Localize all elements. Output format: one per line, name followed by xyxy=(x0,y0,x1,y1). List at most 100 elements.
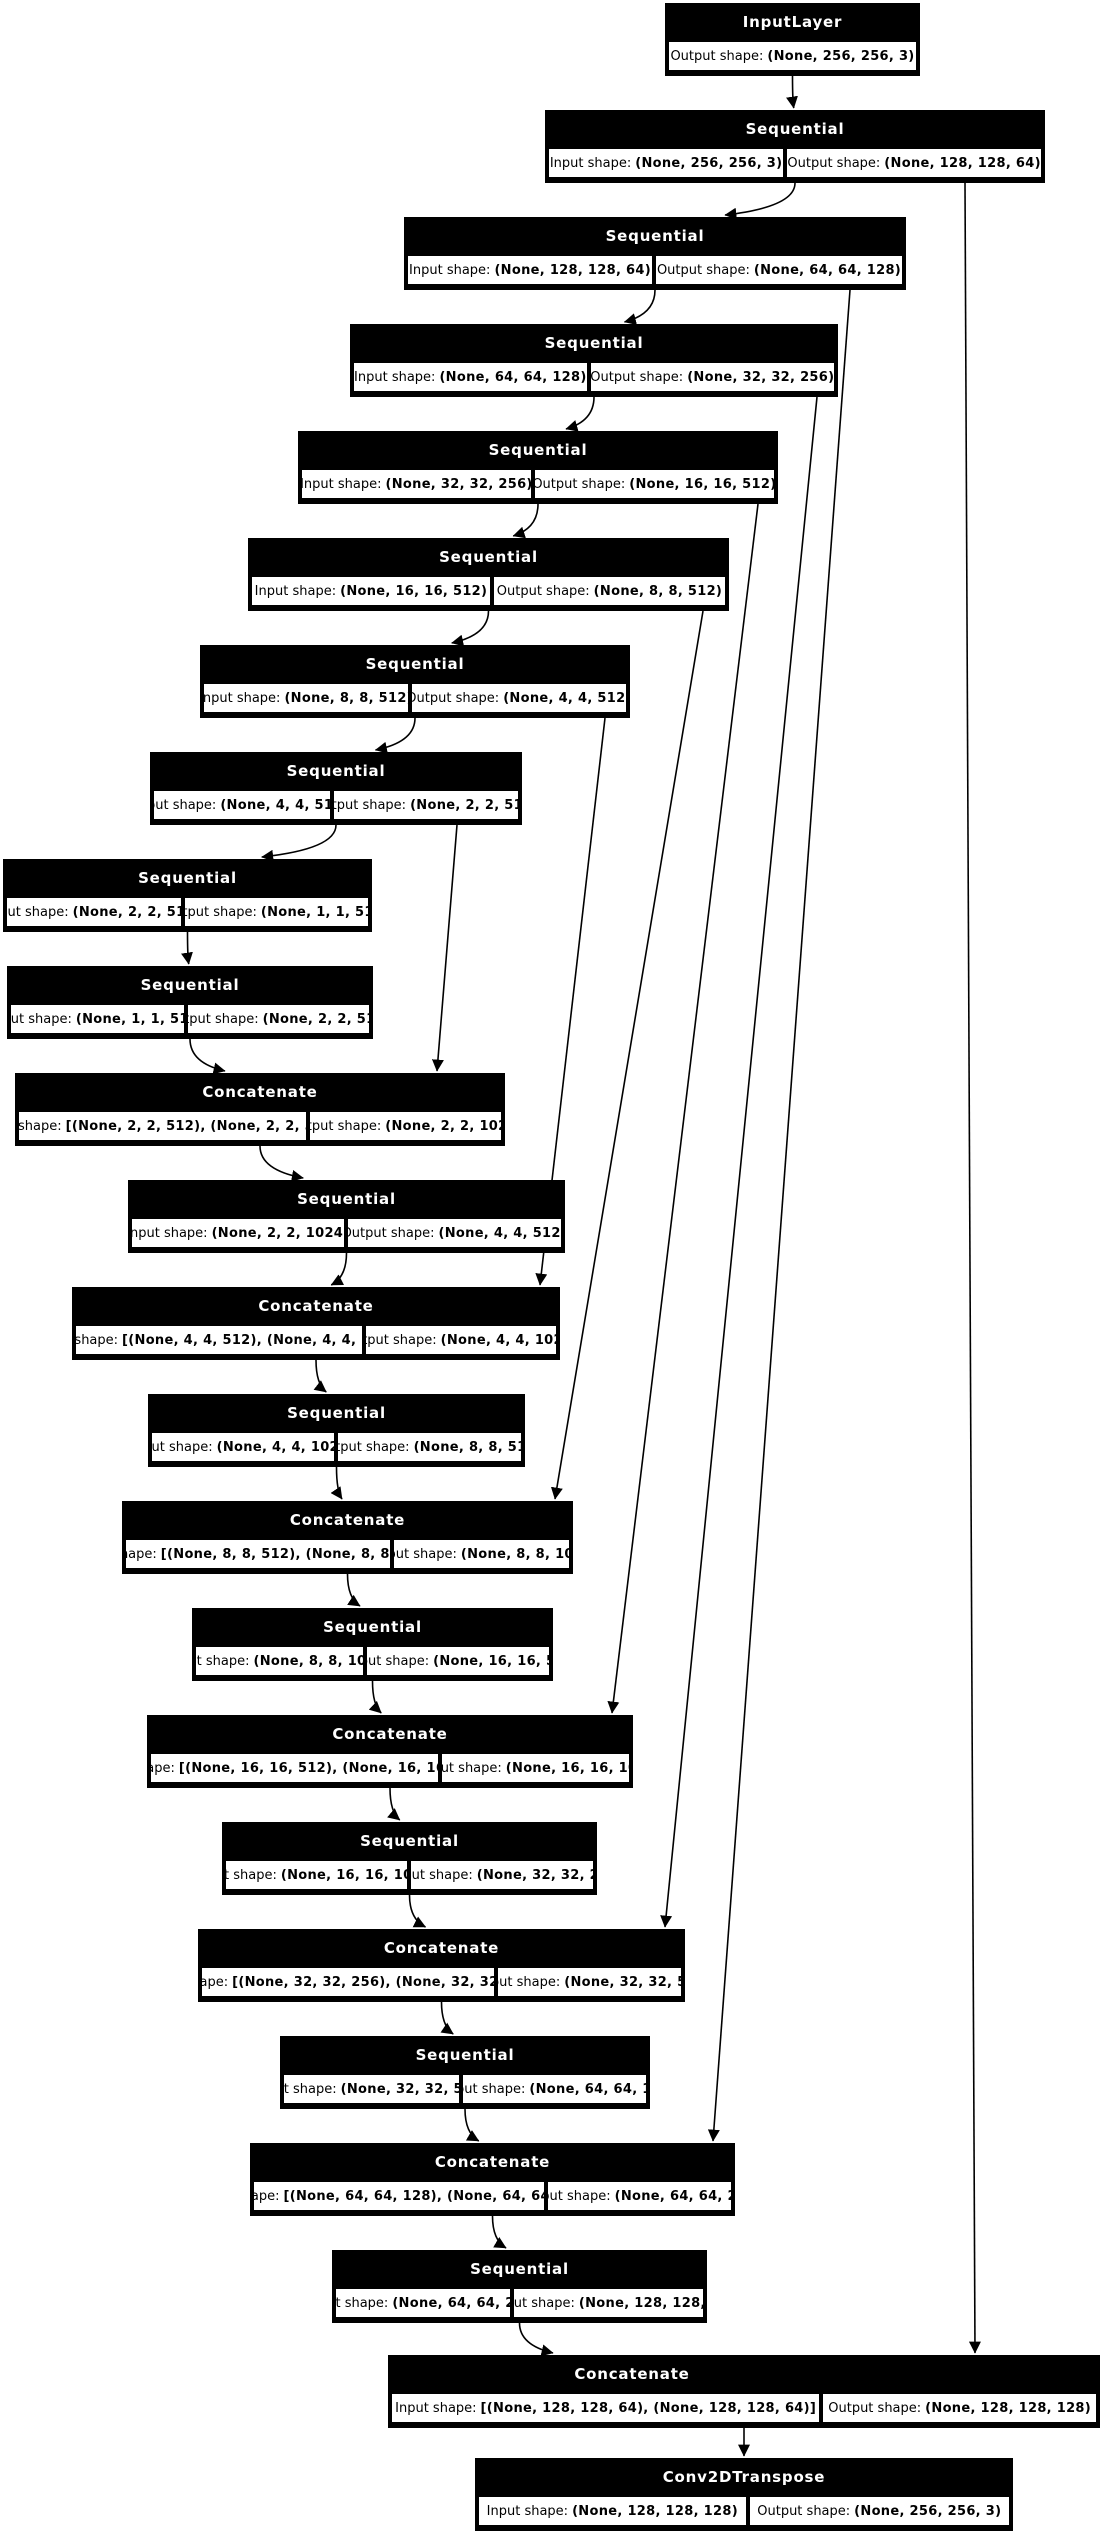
input-shape-value: [(None, 128, 128, 64), (None, 128, 128, … xyxy=(480,2400,817,2416)
layer-type-label: Sequential xyxy=(297,1190,396,1208)
output-shape-value: (None, 32, 32, 256) xyxy=(476,1867,593,1883)
input-shape-cell: Input shape:(None, 128, 128, 128) xyxy=(478,2496,747,2526)
shape-cells-row: Input shape:(None, 2, 2, 512)Output shap… xyxy=(4,897,371,929)
input-shape-value: [(None, 4, 4, 512), (None, 4, 4, 512)] xyxy=(122,1332,362,1348)
input-shape-value: (None, 64, 64, 128) xyxy=(439,369,587,385)
layer-type-label: Sequential xyxy=(605,227,705,245)
output-shape-cell: Output shape:(None, 64, 64, 256) xyxy=(547,2181,732,2211)
input-shape-prefix: Input shape: xyxy=(126,1546,157,1562)
layer-type-label: Conv2DTranspose xyxy=(662,2468,826,2486)
input-shape-cell: Input shape:(None, 256, 256, 3) xyxy=(548,148,785,178)
flow-edge-arrow xyxy=(512,503,539,539)
skip-connection-arrow xyxy=(431,824,458,1072)
layer-type-label: Concatenate xyxy=(289,1511,406,1529)
shape-cells-row: Input shape:(None, 4, 4, 1024)Output sha… xyxy=(149,1432,524,1464)
input-shape-prefix: Input shape: xyxy=(226,1867,277,1883)
input-shape-prefix: Input shape: xyxy=(395,2400,477,2416)
flow-edge-arrow xyxy=(464,2108,480,2142)
output-shape-prefix: Output shape: xyxy=(757,2503,851,2519)
input-shape-value: (None, 8, 8, 512) xyxy=(284,690,409,706)
output-shape-prefix: Output shape: xyxy=(411,1867,473,1883)
output-shape-value: (None, 4, 4, 512) xyxy=(503,690,627,706)
output-shape-cell: Output shape:(None, 128, 128, 128) xyxy=(822,2393,1097,2423)
shape-cells-row: Input shape:(None, 8, 8, 1024)Output sha… xyxy=(193,1646,552,1678)
output-shape-value: (None, 64, 64, 128) xyxy=(529,2081,646,2097)
shape-cells-row: Input shape:(None, 256, 256, 3)Output sh… xyxy=(546,148,1044,180)
input-shape-cell: Input shape:(None, 4, 4, 1024) xyxy=(151,1432,335,1462)
input-shape-cell: Input shape:[(None, 32, 32, 256), (None,… xyxy=(201,1967,495,1997)
output-shape-value: (None, 16, 16, 512) xyxy=(629,476,775,492)
flow-edge-arrow xyxy=(491,2215,507,2249)
output-shape-value: (None, 8, 8, 1024) xyxy=(460,1546,569,1562)
output-shape-cell: Output shape:(None, 64, 64, 128) xyxy=(654,255,903,285)
input-shape-prefix: Input shape: xyxy=(202,1974,229,1990)
output-shape-prefix: Output shape: xyxy=(394,1546,457,1562)
shape-cells-row: Output shape:(None, 256, 256, 3) xyxy=(666,41,919,73)
input-shape-value: (None, 64, 64, 256) xyxy=(392,2295,510,2311)
input-shape-prefix: Input shape: xyxy=(283,2081,337,2097)
output-shape-prefix: Output shape: xyxy=(670,48,764,64)
flow-edge-arrow xyxy=(330,1466,343,1500)
layer-type-label: Sequential xyxy=(544,334,644,352)
output-shape-prefix: Output shape: xyxy=(366,1332,437,1348)
flow-edge-arrow xyxy=(518,2322,554,2357)
output-shape-prefix: Output shape: xyxy=(410,690,500,706)
input-shape-value: [(None, 32, 32, 256), (None, 32, 32, 256… xyxy=(232,1974,494,1990)
shape-cells-row: Input shape:(None, 16, 16, 512)Output sh… xyxy=(249,576,728,608)
input-shape-value: (None, 2, 2, 512) xyxy=(72,904,182,920)
output-shape-cell: Output shape:(None, 32, 32, 256) xyxy=(409,1860,594,1890)
output-shape-prefix: Output shape: xyxy=(828,2400,922,2416)
output-shape-value: (None, 128, 128, 64) xyxy=(884,155,1041,171)
output-shape-prefix: Output shape: xyxy=(367,1653,430,1669)
input-shape-prefix: Input shape: xyxy=(301,476,382,492)
layer-type-label: Sequential xyxy=(287,1404,386,1422)
output-shape-cell: Output shape:(None, 256, 256, 3) xyxy=(668,41,917,71)
skip-connection-arrow xyxy=(707,289,851,2142)
shape-cells-row: Input shape:[(None, 16, 16, 512), (None,… xyxy=(148,1753,632,1785)
output-shape-value: (None, 128, 128, 64) xyxy=(578,2295,704,2311)
input-shape-value: (None, 256, 256, 3) xyxy=(635,155,783,171)
flow-edge-arrow xyxy=(786,75,798,109)
output-shape-value: (None, 8, 8, 512) xyxy=(413,1439,521,1455)
output-shape-cell: Output shape:(None, 1, 1, 512) xyxy=(184,897,369,927)
output-shape-prefix: Output shape: xyxy=(334,797,407,813)
output-shape-cell: Output shape:(None, 256, 256, 3) xyxy=(748,2496,1010,2526)
output-shape-prefix: Output shape: xyxy=(496,583,590,599)
output-shape-value: (None, 16, 16, 512) xyxy=(433,1653,549,1669)
output-shape-value: (None, 2, 2, 1024) xyxy=(385,1118,501,1134)
input-shape-cell: Input shape:(None, 64, 64, 256) xyxy=(335,2288,512,2318)
input-shape-cell: Input shape:[(None, 4, 4, 512), (None, 4… xyxy=(75,1325,364,1355)
input-shape-value: (None, 4, 4, 512) xyxy=(220,797,329,813)
input-shape-cell: Input shape:[(None, 64, 64, 128), (None,… xyxy=(253,2181,546,2211)
input-shape-value: (None, 16, 16, 1024) xyxy=(280,1867,407,1883)
layer-type-label: Sequential xyxy=(360,1832,459,1850)
output-shape-cell: Output shape:(None, 4, 4, 512) xyxy=(346,1218,562,1248)
flow-edge-arrow xyxy=(368,1680,382,1714)
layer-type-label: Sequential xyxy=(415,2046,515,2064)
skip-connection-arrow xyxy=(964,182,981,2354)
skip-connection-arrow xyxy=(607,503,759,1714)
shape-cells-row: Input shape:(None, 32, 32, 256)Output sh… xyxy=(299,469,777,501)
output-shape-cell: Output shape:(None, 64, 64, 128) xyxy=(462,2074,647,2104)
output-shape-value: (None, 256, 256, 3) xyxy=(767,48,915,64)
flow-edge-arrow xyxy=(181,931,193,965)
output-shape-prefix: Output shape: xyxy=(787,155,881,171)
input-shape-prefix: Input shape: xyxy=(203,690,281,706)
input-shape-prefix: Input shape: xyxy=(151,1760,175,1776)
output-shape-value: (None, 32, 32, 512) xyxy=(564,1974,681,1990)
layer-type-label: Sequential xyxy=(140,976,240,994)
flow-edge-arrow xyxy=(623,289,656,325)
flow-edge-arrow xyxy=(724,182,796,220)
input-shape-value: (None, 1, 1, 512) xyxy=(75,1011,184,1027)
input-shape-cell: Input shape:[(None, 2, 2, 512), (None, 2… xyxy=(18,1111,308,1141)
input-shape-value: (None, 32, 32, 256) xyxy=(385,476,532,492)
